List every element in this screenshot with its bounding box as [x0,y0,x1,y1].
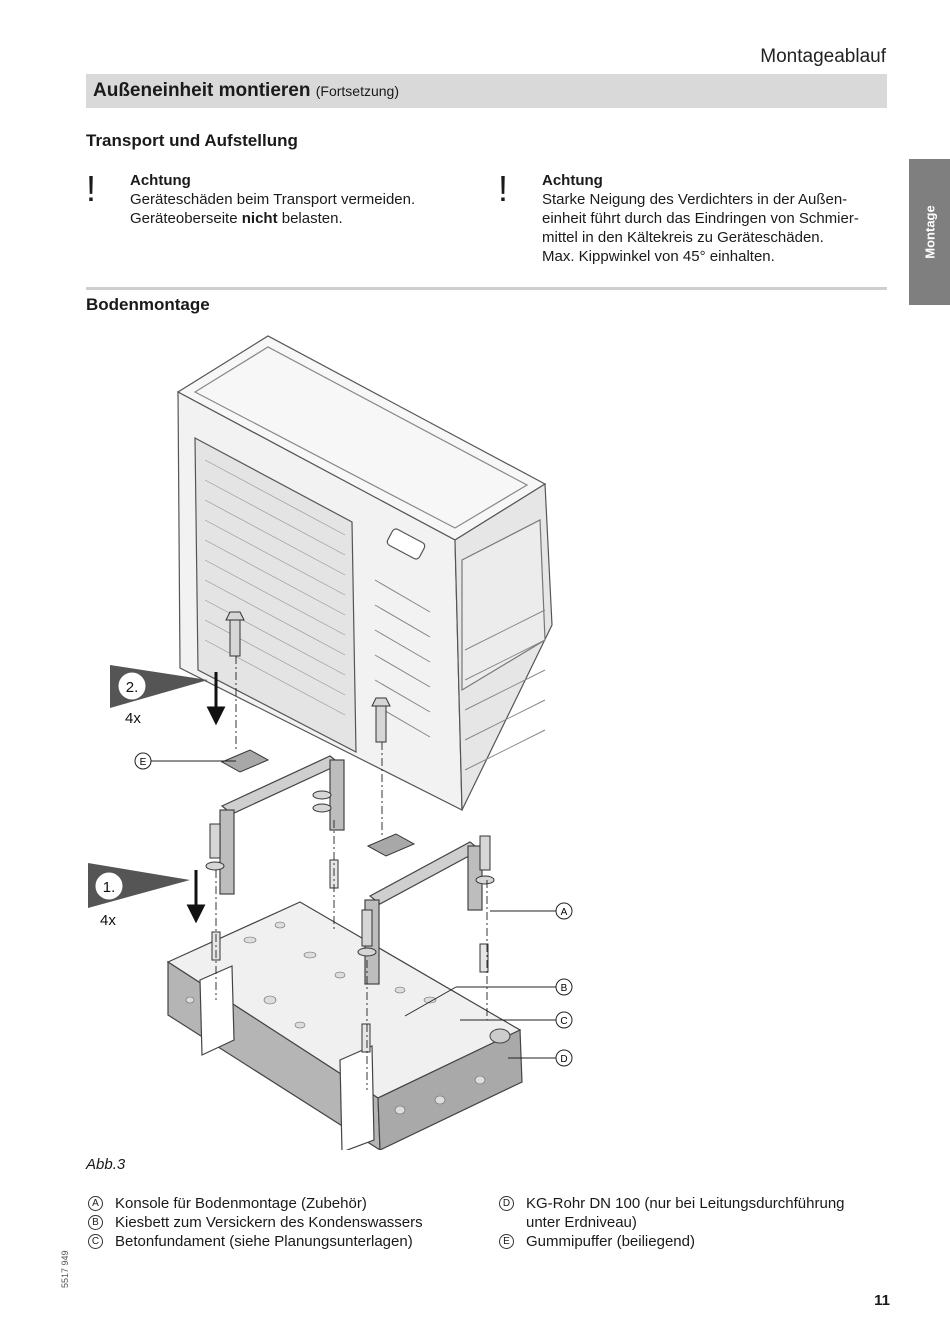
section-divider [86,287,887,290]
page-number: 11 [874,1292,890,1309]
legend-text: Kiesbett zum Versickern des Kondenswasse… [115,1214,423,1231]
warning-tilt: ! Achtung Starke Neigung des Verdichters… [498,171,888,271]
fan-grille [204,459,346,716]
legend-item: A Konsole für Bodenmontage (Zubehör) [86,1194,423,1213]
callout-c: C [555,1011,573,1029]
warning-title: Achtung [542,172,603,189]
heading-transport: Transport und Aufstellung [86,131,298,150]
legend-item-continued: unter Erdniveau) [497,1213,845,1232]
legend-left: A Konsole für Bodenmontage (Zubehör) B K… [86,1194,423,1251]
legend-right: D KG-Rohr DN 100 (nur bei Leitungsdurchf… [497,1194,845,1251]
legend-text: unter Erdniveau) [526,1214,637,1231]
legend-text: KG-Rohr DN 100 (nur bei Leitungsdurchfüh… [526,1195,845,1212]
legend-text: Betonfundament (siehe Planungsunterlagen… [115,1233,413,1250]
legend-key: E [499,1234,514,1249]
legend-key: A [88,1196,103,1211]
legend-key: C [88,1234,103,1249]
concrete-foundation [166,901,523,1150]
warning-title: Achtung [130,172,191,189]
rubber-pad [220,749,416,857]
step-2-label: 2. [126,679,139,696]
warning-line: Starke Neigung des Verdichters in der Au… [542,191,848,208]
svg-text:B: B [561,983,568,994]
outdoor-unit [176,335,553,811]
svg-text:D: D [560,1054,567,1065]
title-bar: Außeneinheit montieren (Fortsetzung) [86,74,887,108]
warning-line: belasten. [277,210,343,227]
warning-line: Geräteschäden beim Transport vermeiden. [130,191,416,208]
page-subtitle: (Fortsetzung) [315,83,399,99]
heading-bodenmontage: Bodenmontage [86,295,210,314]
alignment-lines [215,656,488,1090]
arrow-down-icon [186,672,226,924]
figure-caption: Abb.3 [86,1156,126,1173]
warning-line: einheit führt durch das Eindringen von S… [542,210,859,227]
callout-a: A [555,902,573,920]
warning-line: Geräteoberseite [130,210,242,227]
callout-leaders [150,760,556,1059]
legend-key: D [499,1196,514,1211]
legend-item: B Kiesbett zum Versickern des Kondenswas… [86,1213,423,1232]
gravel-texture [185,921,486,1115]
document-number: 5517 949 [60,1250,70,1288]
warning-emphasis: nicht [241,210,278,227]
bolt-assembly [205,611,495,1053]
legend-key: B [88,1215,103,1230]
mounting-bracket [219,755,483,985]
section-header: Montageablauf [760,46,886,67]
page-title: Außeneinheit montieren [93,80,311,101]
svg-text:C: C [560,1016,567,1027]
step-circle-1 [94,871,124,901]
callout-e: E [134,752,152,770]
legend-text: Konsole für Bodenmontage (Zubehör) [115,1195,367,1212]
step-2-count: 4x [125,710,141,727]
warning-line: Max. Kippwinkel von 45° einhalten. [542,248,775,265]
warning-icon: ! [86,168,97,209]
legend-item: E Gummipuffer (beiliegend) [497,1232,845,1251]
legend-item: C Betonfundament (siehe Planungsunterlag… [86,1232,423,1251]
warning-icon: ! [498,168,509,209]
step-circle-2 [117,671,147,701]
warning-transport: ! Achtung Geräteschäden beim Transport v… [86,171,486,231]
legend-text: Gummipuffer (beiliegend) [526,1233,695,1250]
warning-line: mittel in den Kältekreis zu Geräteschäde… [542,229,824,246]
step-1-label: 1. [103,879,116,896]
legend-item: D KG-Rohr DN 100 (nur bei Leitungsdurchf… [497,1194,845,1213]
callout-d: D [555,1049,573,1067]
side-tab-label: Montage [922,205,937,259]
step-1-count: 4x [100,912,116,929]
svg-text:A: A [561,907,568,918]
callout-b: B [555,978,573,996]
mounting-illustration: 2. 4x 1. 4x E A B C D [88,335,573,1150]
svg-text:E: E [140,757,147,768]
pipe-opening [489,1028,511,1044]
side-tab-montage[interactable]: Montage [909,159,950,305]
